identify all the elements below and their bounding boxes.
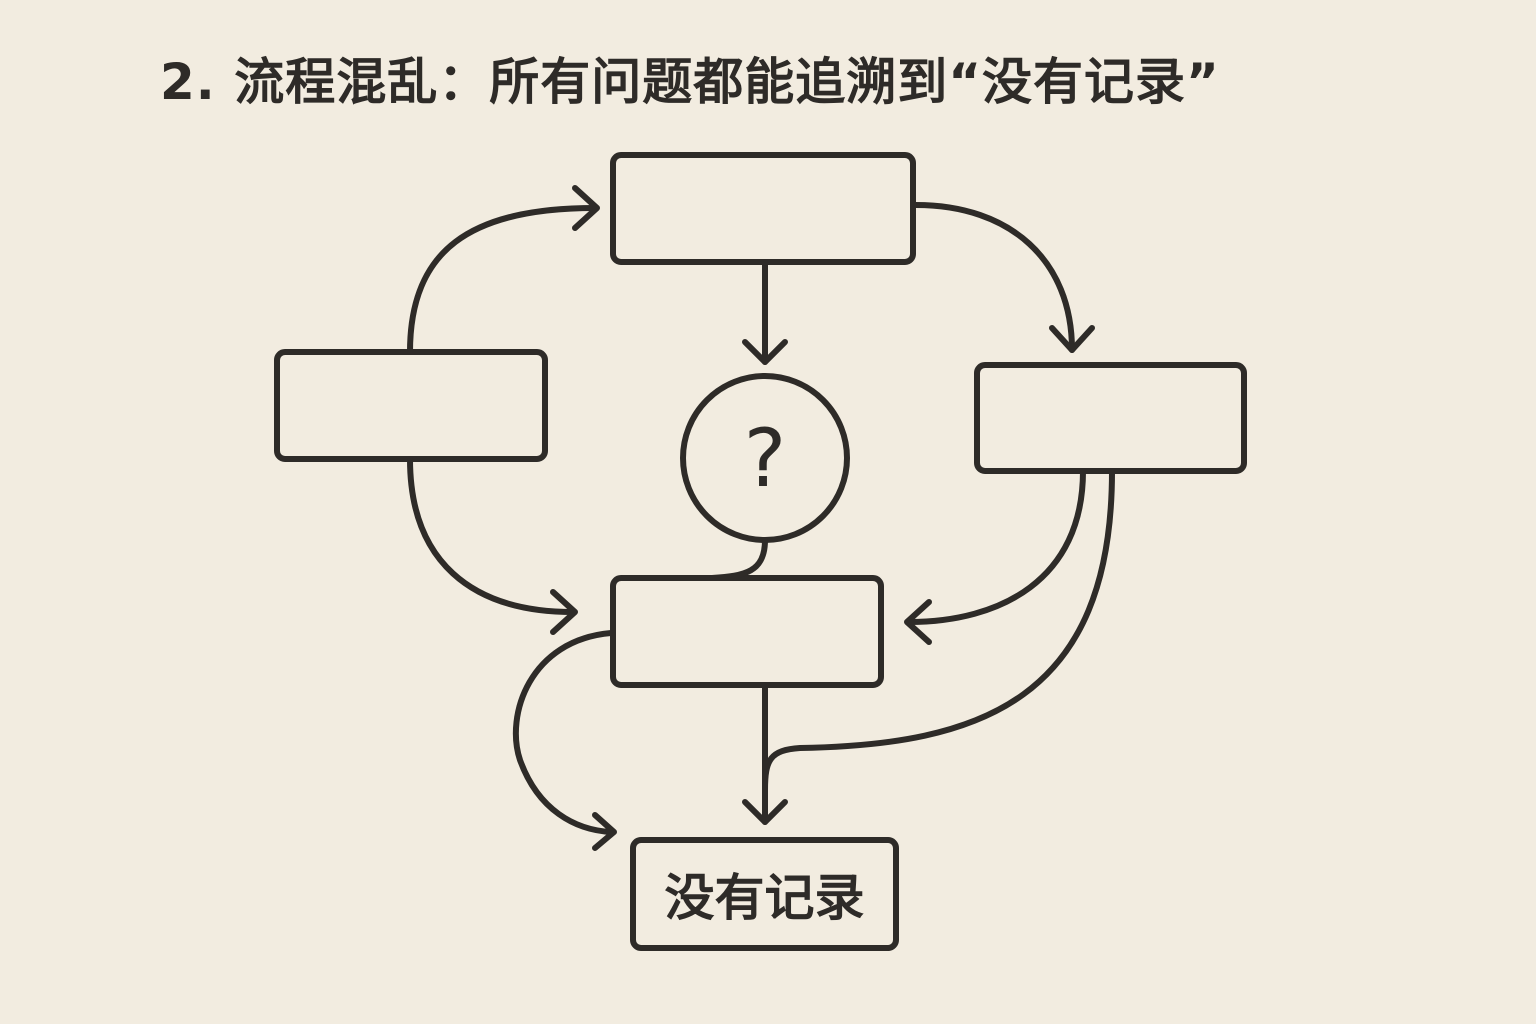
no-record-label: 没有记录 <box>664 869 865 927</box>
arrow-middle-loop-to-no-record <box>512 630 617 851</box>
arrow-right-to-middle <box>904 468 1086 645</box>
box-right <box>974 362 1247 474</box>
page-title: 2. 流程混乱：所有问题都能追溯到“没有记录” <box>160 53 1220 111</box>
box-no-record <box>630 837 899 951</box>
question-mark: ? <box>743 411 787 505</box>
arrow-left-to-middle <box>407 456 578 635</box>
arrow-left-to-top <box>407 185 600 355</box>
arrow-top-to-question <box>742 259 788 365</box>
arrow-right-to-no-record <box>762 468 1115 793</box>
arrow-middle-to-no-record <box>742 682 788 825</box>
box-left <box>274 349 548 462</box>
box-middle <box>610 575 884 688</box>
box-top <box>610 152 916 265</box>
connector-question-to-middle <box>709 537 768 581</box>
arrow-top-to-right <box>913 202 1095 353</box>
